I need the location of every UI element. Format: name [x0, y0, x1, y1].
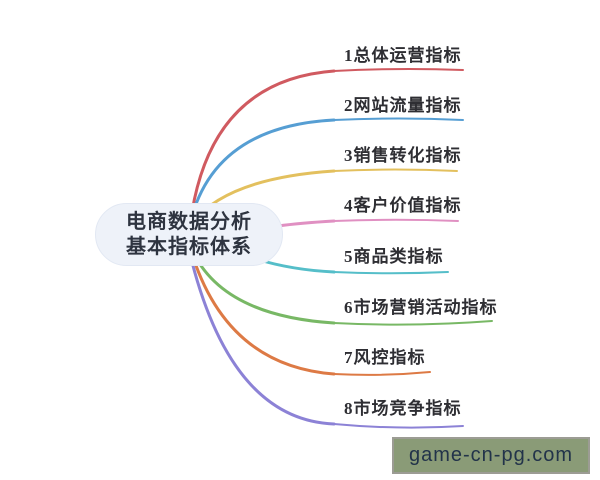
watermark-text: game-cn-pg.com: [408, 444, 574, 466]
central-topic-line1: 电商数据分析: [126, 210, 252, 233]
branch-node-8[interactable]: 8市场竞争指标: [344, 399, 462, 418]
branch-curve: [190, 118, 336, 218]
branch-underline: [333, 320, 493, 326]
branch-node-6[interactable]: 6市场营销活动指标: [344, 298, 498, 317]
branch-curve: [190, 260, 336, 426]
branch-node-3[interactable]: 3销售转化指标: [344, 146, 462, 165]
branch-underline: [333, 271, 449, 275]
branch-curve: [276, 219, 336, 228]
branch-curve: [191, 255, 336, 376]
branch-underline: [333, 168, 458, 172]
branch-node-4[interactable]: 4客户价值指标: [344, 196, 462, 215]
branch-underline: [333, 371, 431, 376]
branch-node-1[interactable]: 1总体运营指标: [344, 46, 462, 65]
branch-node-5[interactable]: 5商品类指标: [344, 247, 444, 266]
branch-underline: [333, 423, 464, 429]
watermark-badge: game-cn-pg.com: [392, 437, 590, 474]
branch-curve: [191, 250, 336, 325]
branch-node-7[interactable]: 7风控指标: [344, 348, 426, 367]
central-topic-node[interactable]: 电商数据分析 基本指标体系: [95, 203, 283, 266]
branch-underline: [333, 67, 464, 72]
branch-underline: [333, 218, 459, 222]
branch-underline: [333, 117, 464, 121]
branch-node-2[interactable]: 2网站流量指标: [344, 96, 462, 115]
central-topic-line2: 基本指标体系: [126, 235, 252, 258]
branch-curve: [190, 69, 336, 214]
